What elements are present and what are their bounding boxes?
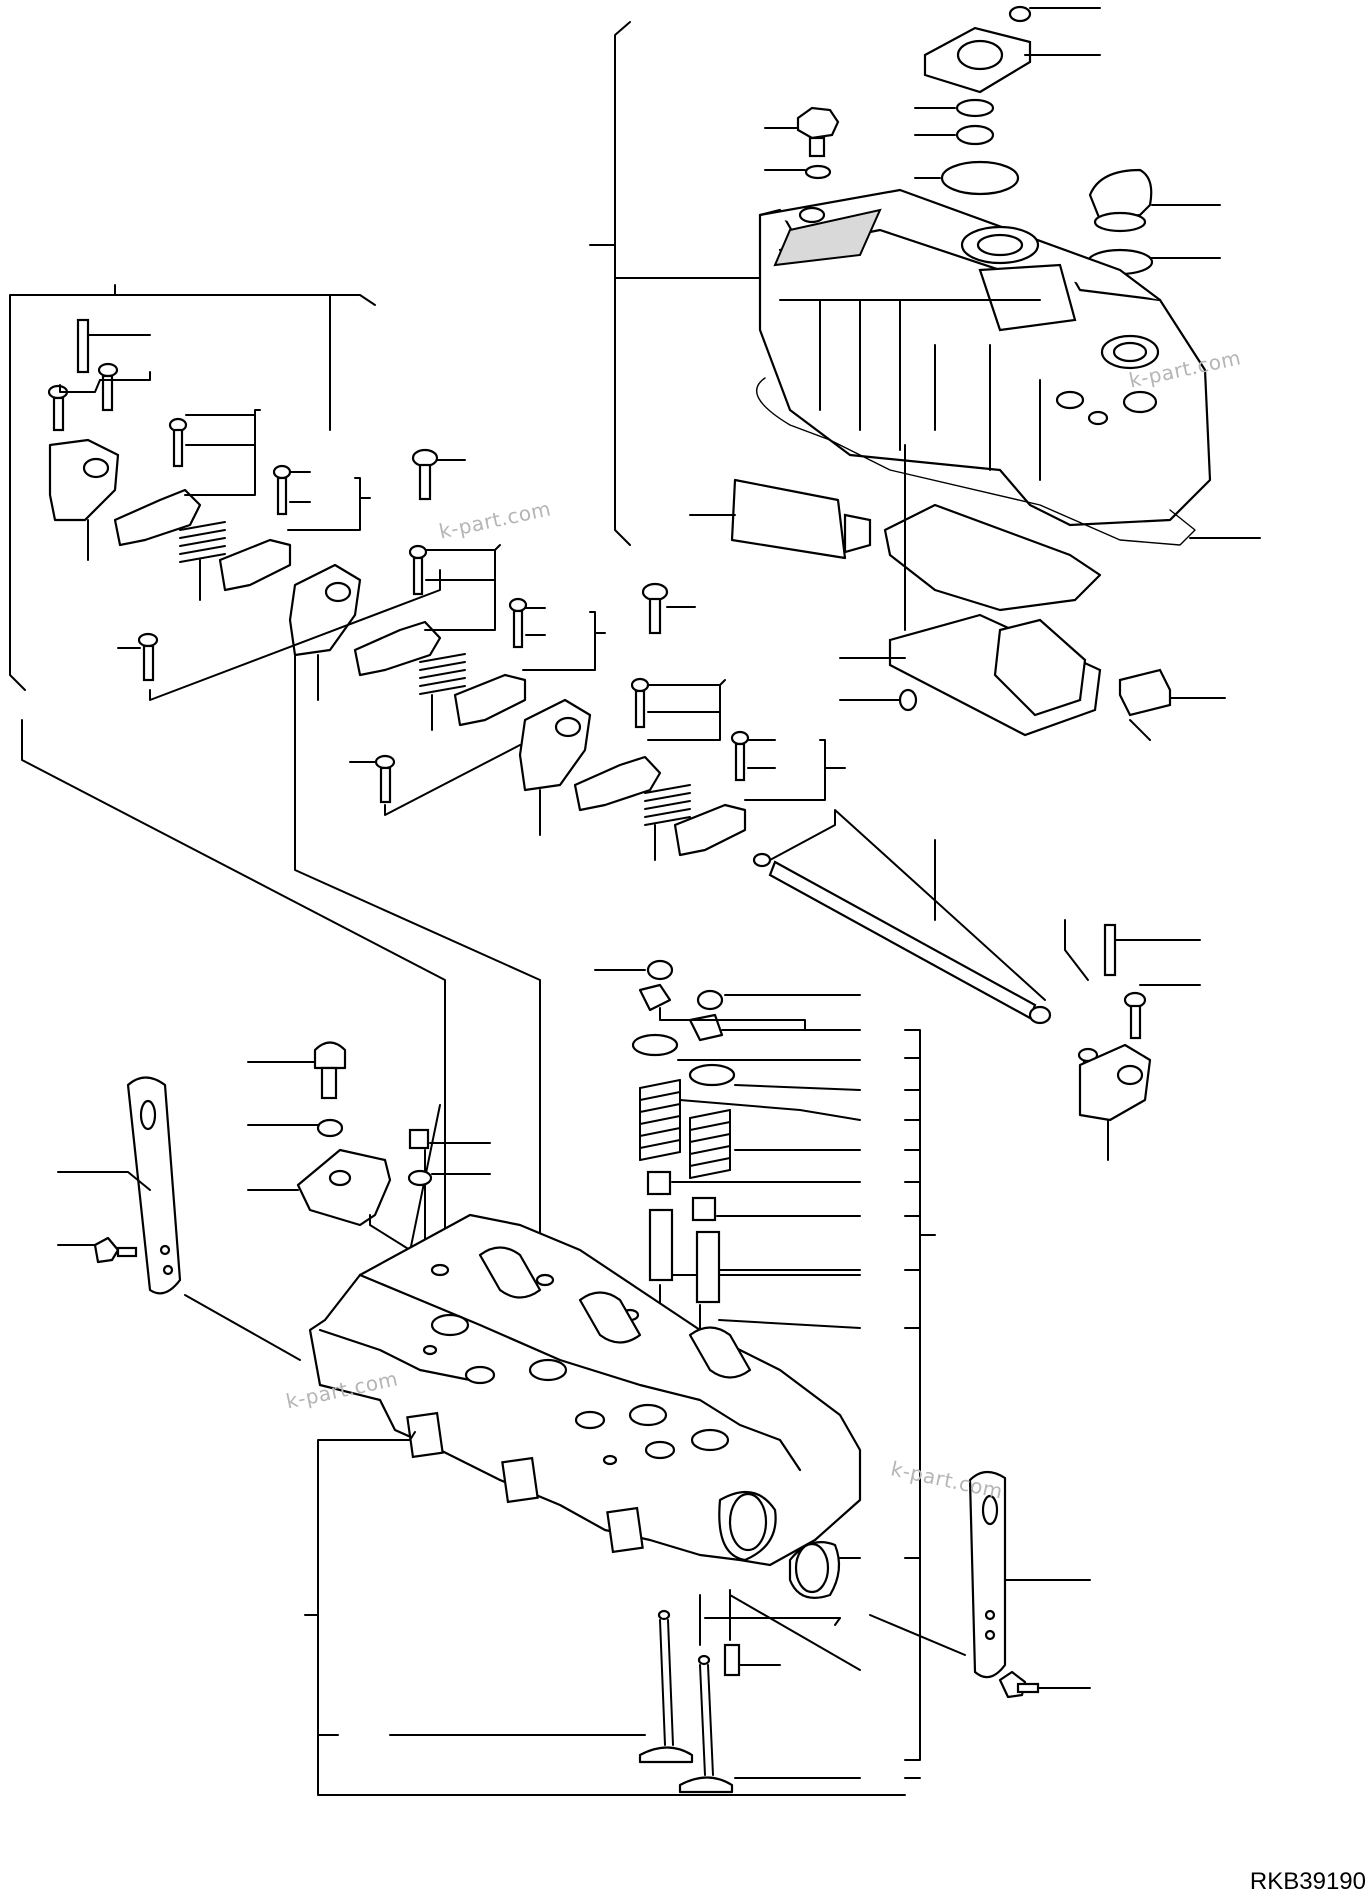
lifting-eye-left xyxy=(57,1076,301,1361)
breather-plate xyxy=(923,26,1101,94)
valve-cap-b xyxy=(696,989,724,1011)
spring-retainer-b xyxy=(688,1063,736,1087)
rocker-spring-3 xyxy=(644,784,691,861)
rocker-arm-1a xyxy=(113,409,261,547)
adjust-sleeve xyxy=(407,1128,491,1187)
cover-screw-top xyxy=(1008,5,1101,23)
oil-filler-cap xyxy=(1086,168,1221,276)
intake-valve xyxy=(317,1609,694,1764)
rocker-arm-3b xyxy=(673,730,846,857)
seal-ring-a xyxy=(955,98,995,118)
rocker-shaft xyxy=(752,809,1052,1025)
valve-stem-seal-a xyxy=(646,1170,672,1196)
rocker-bracket xyxy=(247,1148,411,1251)
rocker-arm-3a xyxy=(573,677,726,812)
rocker-arm-2b xyxy=(453,597,606,727)
valve-cover-group xyxy=(589,5,1261,741)
valve-spring-b xyxy=(689,1109,861,1179)
baffle-plate xyxy=(839,444,1102,737)
rocker-group-bracket xyxy=(9,294,376,691)
rocker-support-2 xyxy=(117,448,466,701)
cover-group-bracket xyxy=(614,21,631,546)
lifting-eye-right xyxy=(869,1470,1091,1699)
rocker-spring-1 xyxy=(179,521,226,601)
valve-spring-a xyxy=(639,1079,861,1161)
baffle-block xyxy=(1118,668,1226,741)
diaphragm xyxy=(940,160,1020,196)
valve-guide-a xyxy=(648,1208,674,1282)
cover-gasket xyxy=(755,377,1196,546)
valve-stem-seal-b xyxy=(691,1196,717,1222)
valve-cover xyxy=(758,188,1212,527)
rocker-bracket-bolt xyxy=(247,1041,347,1100)
seal-ring-b xyxy=(955,124,995,146)
drawing-code: RKB39190 xyxy=(1249,1868,1366,1895)
rocker-arm-1b xyxy=(218,464,371,592)
valve-guide-b xyxy=(695,1230,721,1304)
exhaust-valve xyxy=(678,1654,921,1794)
spring-retainer-a xyxy=(631,1033,679,1057)
head-group-bracket xyxy=(317,1431,906,1796)
rocker-support-4 xyxy=(1064,919,1201,1161)
left-side-parts xyxy=(57,1041,491,1361)
valve-keeper-a xyxy=(638,983,672,1012)
cylinder-head xyxy=(304,1213,906,1796)
leader-ticks xyxy=(904,1057,921,1559)
valve-group-bracket xyxy=(904,1029,921,1761)
bracket-washer xyxy=(316,1118,344,1138)
cover-plug xyxy=(764,106,840,180)
rocker-support-3 xyxy=(349,582,696,836)
rocker-spring-2 xyxy=(419,653,466,731)
rocker-arm-group xyxy=(9,284,1201,1161)
rocker-arm-2a xyxy=(353,544,501,677)
rocker-support-1 xyxy=(47,318,151,561)
grease-tube xyxy=(689,478,872,560)
valve-keeper-b xyxy=(688,1013,724,1042)
valve-cap-a xyxy=(646,959,674,981)
